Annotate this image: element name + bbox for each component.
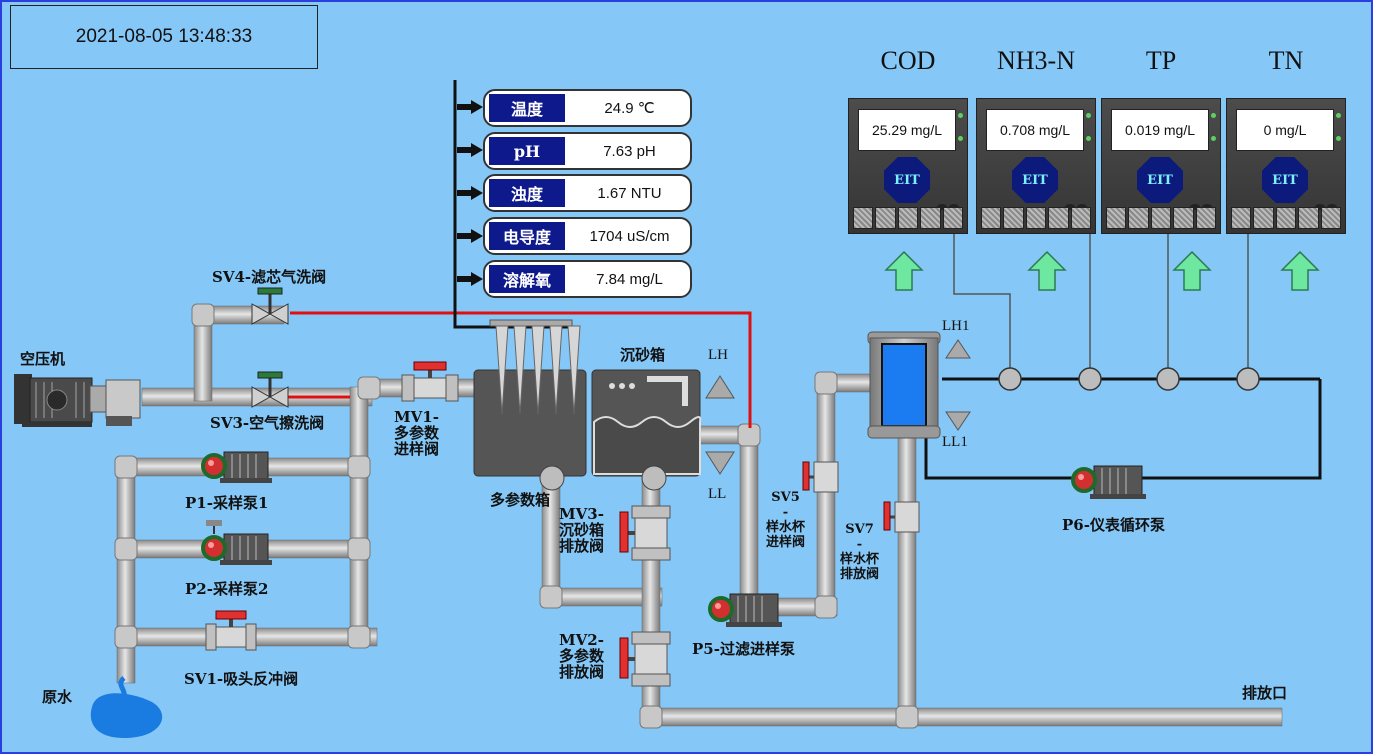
ll-label: LL [708, 486, 727, 502]
keypad [1231, 207, 1342, 229]
param-conductivity: 电导度 1704 uS/cm [483, 217, 692, 255]
datetime-display: 2021-08-05 13:48:33 [10, 5, 318, 69]
param-dissolved-oxygen: 溶解氧 7.84 mg/L [483, 260, 692, 298]
analyzer-tn[interactable]: 0 mg/L EIT [1226, 98, 1346, 234]
air-compressor [14, 374, 141, 427]
param-ph: pH 7.63 pH [483, 132, 692, 170]
keypad [853, 207, 964, 229]
param-name: 电导度 [489, 222, 565, 250]
analyzer-title-cod: COD [880, 46, 936, 75]
p1-pump[interactable] [201, 451, 272, 483]
analyzer-cod[interactable]: 25.29 mg/L EIT [848, 98, 968, 234]
analyzer-reading: 25.29 mg/L [858, 109, 956, 151]
param-name: pH [489, 137, 565, 165]
mv1-label: MV1- 多参数 进样阀 [394, 408, 440, 458]
multi-box-label: 多参数箱 [490, 491, 551, 509]
sv4-valve[interactable] [251, 287, 289, 325]
arrow-right-icon [457, 186, 483, 200]
up-arrow-icon [1027, 250, 1067, 291]
mv1-valve[interactable] [401, 361, 459, 402]
param-value: 24.9 ℃ [604, 100, 655, 117]
param-name: 溶解氧 [489, 265, 565, 293]
param-value: 7.84 mg/L [596, 270, 663, 288]
p5-label: P5-过滤进样泵 [692, 640, 795, 658]
lh-level-indicator [705, 375, 735, 399]
analyzer-reading: 0.019 mg/L [1111, 109, 1209, 151]
param-name: 浊度 [489, 179, 565, 207]
p5-pump[interactable] [708, 593, 782, 627]
mv3-valve[interactable] [619, 505, 671, 561]
arrow-right-icon [457, 272, 483, 286]
sv4-label: SV4-滤芯气洗阀 [212, 268, 327, 286]
lh1-label: LH1 [942, 318, 970, 334]
arrow-right-icon [457, 143, 483, 157]
keypad [981, 207, 1092, 229]
sv5-valve[interactable] [802, 461, 839, 493]
param-value: 7.63 pH [603, 142, 656, 160]
air-compressor-label: 空压机 [20, 350, 66, 368]
ll1-label: LL1 [942, 434, 968, 450]
eit-logo: EIT [1137, 157, 1183, 203]
eit-logo: EIT [884, 157, 930, 203]
p6-pump[interactable] [1071, 465, 1146, 499]
p1-label: P1-采样泵1 [185, 494, 269, 512]
status-led-icon [1336, 113, 1341, 159]
raw-water-source [90, 676, 163, 739]
analyzer-title-nh3n: NH3-N [997, 46, 1075, 75]
up-arrow-icon [1280, 250, 1320, 291]
param-temperature: 温度 24.9 ℃ [483, 89, 692, 127]
analyzer-reading: 0 mg/L [1236, 109, 1334, 151]
arrow-right-icon [457, 100, 483, 114]
analyzer-nh3n[interactable]: 0.708 mg/L EIT [976, 98, 1096, 234]
mv2-label: MV2- 多参数 排放阀 [559, 631, 605, 681]
sand-box [591, 369, 702, 491]
mv3-label: MV3- 沉砂箱 排放阀 [559, 505, 605, 555]
p2-label: P2-采样泵2 [185, 580, 269, 598]
param-value: 1704 uS/cm [589, 227, 670, 245]
raw-water-label: 原水 [42, 688, 73, 706]
analyzer-reading: 0.708 mg/L [986, 109, 1084, 151]
sv7-label: SV7 - 样水杯 排放阀 [840, 522, 880, 582]
sv3-valve[interactable] [251, 371, 289, 408]
analyzer-tp[interactable]: 0.019 mg/L EIT [1101, 98, 1221, 234]
p2-pump[interactable] [201, 520, 272, 565]
ll-level-indicator [705, 451, 735, 475]
status-led-icon [958, 113, 963, 159]
eit-logo: EIT [1262, 157, 1308, 203]
status-led-icon [1086, 113, 1091, 159]
eit-logo: EIT [1012, 157, 1058, 203]
outlet-label: 排放口 [1242, 684, 1288, 702]
param-turbidity: 浊度 1.67 NTU [483, 174, 692, 212]
multi-parameter-box [473, 319, 587, 491]
sv1-valve[interactable] [205, 610, 257, 651]
sv5-label: SV5 - 样水杯 进样阀 [766, 490, 806, 550]
up-arrow-icon [884, 250, 924, 291]
arrow-right-icon [457, 229, 483, 243]
sv1-label: SV1-吸头反冲阀 [184, 670, 299, 688]
sv3-label: SV3-空气擦洗阀 [210, 414, 325, 432]
sv7-valve[interactable] [883, 501, 920, 533]
param-name: 温度 [489, 94, 565, 122]
air-lines [284, 311, 752, 428]
sand-box-label: 沉砂箱 [620, 346, 666, 364]
keypad [1106, 207, 1217, 229]
analyzer-title-tn: TN [1268, 46, 1304, 75]
p6-label: P6-仪表循环泵 [1062, 516, 1165, 534]
status-led-icon [1211, 113, 1216, 159]
lh-label: LH [708, 347, 728, 363]
sample-cup-tank [867, 331, 971, 439]
mv2-valve[interactable] [619, 631, 671, 687]
param-value: 1.67 NTU [597, 184, 662, 202]
up-arrow-icon [1172, 250, 1212, 291]
analyzer-title-tp: TP [1145, 46, 1177, 75]
